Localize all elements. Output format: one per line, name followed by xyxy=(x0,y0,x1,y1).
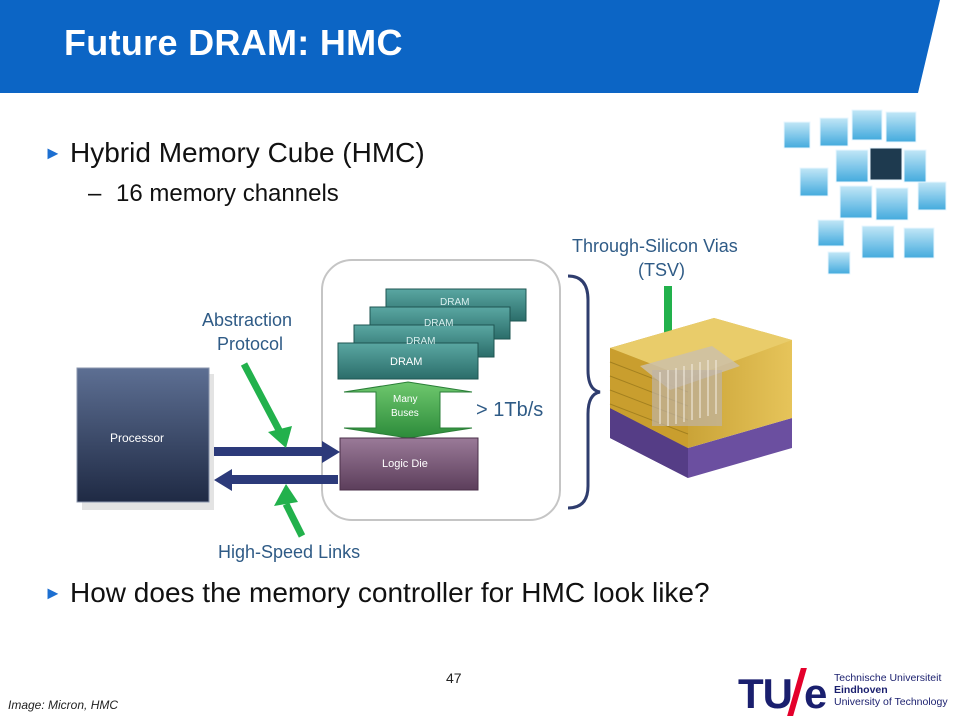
tsv-label-1: Through-Silicon Vias xyxy=(572,236,738,256)
bullet-2-text: How does the memory controller for HMC l… xyxy=(70,577,710,608)
links-label: High-Speed Links xyxy=(218,542,360,562)
sub-bullet: –16 memory channels xyxy=(88,180,339,208)
logo-line-1: Technische Universiteit xyxy=(834,672,942,684)
tsv-label-2: (TSV) xyxy=(638,260,685,280)
buses-label-1: Many xyxy=(393,394,417,405)
bullet-arrow-icon: ► xyxy=(44,143,62,163)
tsv-stack-illustration xyxy=(609,318,792,478)
processor-block xyxy=(76,367,214,510)
dram-stack xyxy=(337,288,527,380)
image-credit: Image: Micron, HMC xyxy=(8,698,119,712)
dram-label-1: DRAM xyxy=(390,356,422,368)
slide-title: Future DRAM: HMC xyxy=(64,22,403,63)
bullet-arrow-icon: ► xyxy=(44,583,62,603)
abstraction-label-1: Abstraction xyxy=(202,310,292,330)
dram-label-4: DRAM xyxy=(440,297,469,308)
logo-tu: TU xyxy=(738,670,793,717)
processor-label: Processor xyxy=(110,431,164,445)
brace xyxy=(567,274,601,510)
logo-e: e xyxy=(804,670,828,717)
logo-line-3: University of Technology xyxy=(834,696,948,708)
bullet-1: ► Hybrid Memory Cube (HMC) xyxy=(44,137,425,169)
logo-line-2: Eindhoven xyxy=(834,684,888,696)
dram-label-3: DRAM xyxy=(424,318,453,329)
abstraction-arrow xyxy=(240,362,284,434)
logo-text: Technische Universiteit Eindhoven Univer… xyxy=(834,672,948,708)
bullet-1-text: Hybrid Memory Cube (HMC) xyxy=(70,137,425,168)
page-number: 47 xyxy=(446,670,462,686)
bandwidth-label: > 1Tb/s xyxy=(476,399,543,421)
abstraction-arrowhead xyxy=(268,426,292,448)
sub-bullet-text: 16 memory channels xyxy=(116,180,339,207)
links-arrow xyxy=(282,502,306,538)
links-arrowhead xyxy=(274,484,298,506)
logic-die-block xyxy=(339,437,479,491)
abstraction-label-2: Protocol xyxy=(217,334,283,354)
slide-header: Future DRAM: HMC xyxy=(0,0,960,95)
dram-label-2: DRAM xyxy=(406,336,435,347)
header-band xyxy=(0,0,940,93)
logic-die-label: Logic Die xyxy=(382,458,428,470)
bullet-2: ► How does the memory controller for HMC … xyxy=(44,577,710,609)
high-speed-link-arrows xyxy=(214,441,340,491)
tue-logo: TU e Technische Universiteit Eindhoven U… xyxy=(738,668,960,718)
dash-icon: – xyxy=(88,180,102,207)
buses-label-2: Buses xyxy=(391,408,419,419)
